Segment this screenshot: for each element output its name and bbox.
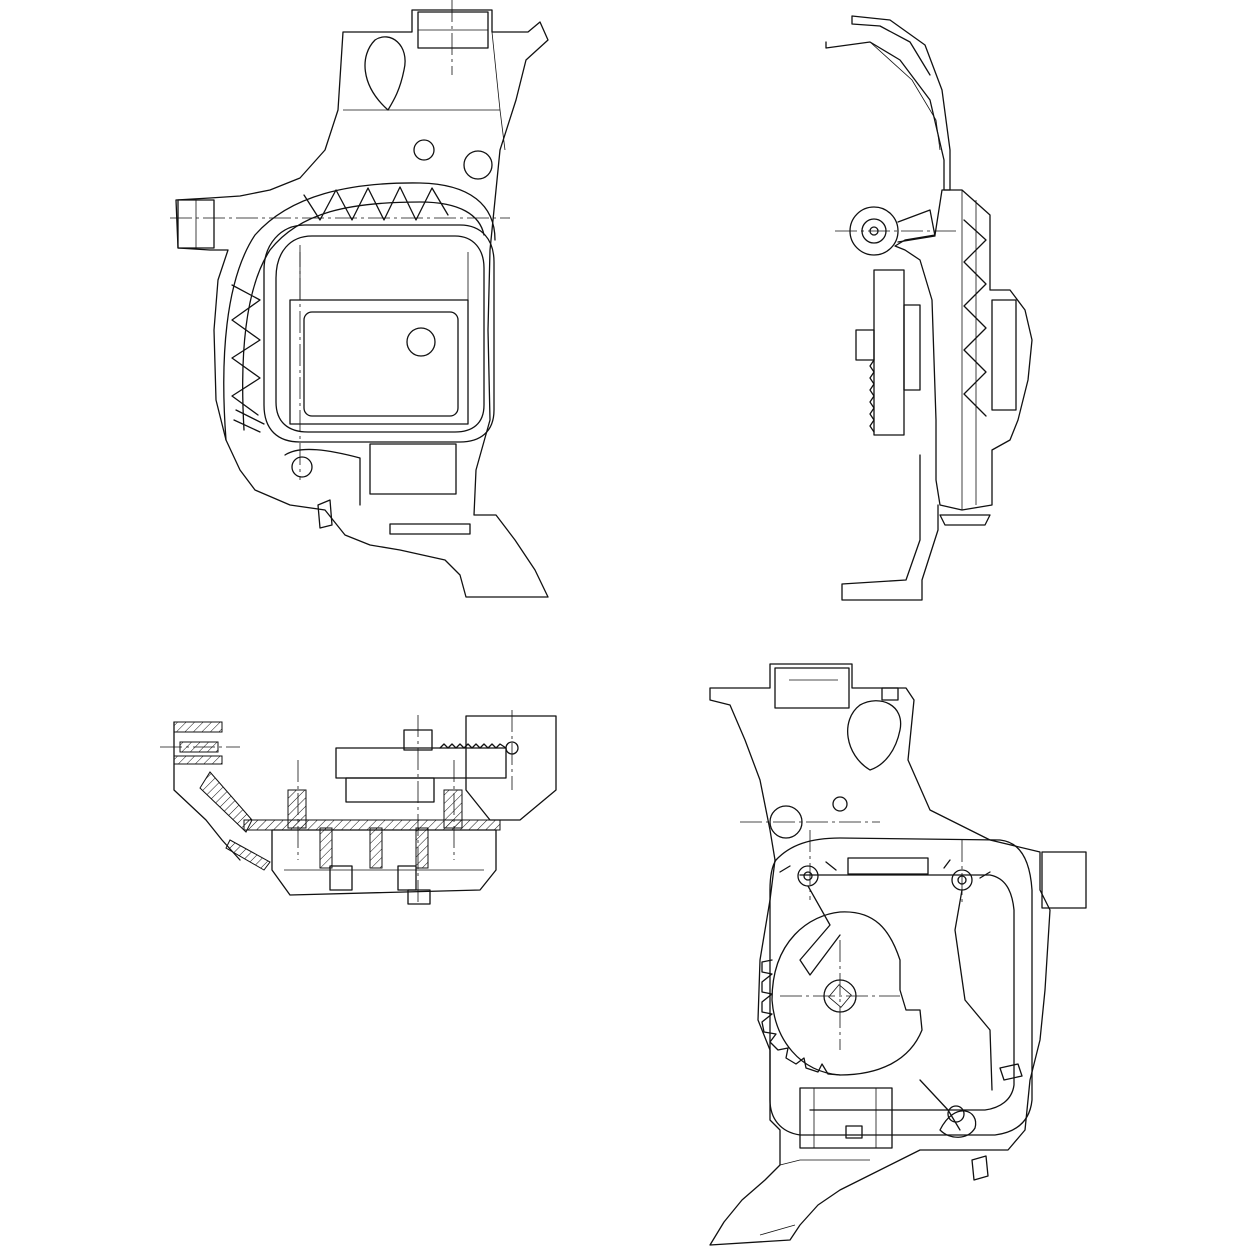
side-lower-bracket [841, 454, 939, 601]
top-section-view [160, 710, 557, 905]
rear-small-hole [832, 796, 848, 812]
top-spring-post-left [287, 789, 307, 829]
front-window-outer [289, 299, 469, 425]
front-pivot [291, 456, 313, 478]
side-gear-hub [903, 304, 921, 391]
front-teardrop-cutout [364, 36, 406, 111]
front-ribbed-frame [223, 182, 496, 441]
rear-screw-stub [971, 1155, 989, 1181]
side-wire-arm [825, 15, 951, 191]
front-housing-outline [175, 9, 549, 598]
front-housing-rib [491, 31, 506, 151]
rear-clip [999, 1063, 1023, 1081]
side-right-cap [991, 299, 1017, 411]
front-inner-pocket [263, 224, 495, 443]
top-right-connector [465, 715, 557, 821]
front-screw-stub [317, 499, 333, 529]
top-lower-body [271, 829, 497, 896]
side-view [825, 15, 1033, 601]
rear-connector-slot [845, 1125, 863, 1139]
front-window-hole [406, 327, 436, 357]
top-angled-wall [199, 771, 253, 833]
top-base-plate [243, 819, 501, 831]
side-shaft-stub [855, 329, 875, 361]
rear-lower-pivot [939, 1110, 977, 1138]
rear-bottom-connector [799, 1087, 893, 1149]
top-gear-body [335, 747, 507, 779]
front-lower-stub [369, 443, 457, 495]
rear-left-lever-pivot [797, 865, 819, 887]
rear-teardrop-cutout [847, 700, 902, 771]
top-bottom-nub [407, 889, 431, 905]
front-mount-hole [463, 150, 493, 180]
side-gear-stack [873, 269, 905, 436]
front-window-inner [303, 311, 459, 417]
front-small-hole [413, 139, 435, 161]
rear-left-link [799, 885, 841, 976]
rear-sector-gear [771, 911, 923, 1076]
rear-view [709, 663, 1087, 1246]
rear-housing-outline [709, 663, 1051, 1246]
rear-top-connector [774, 667, 850, 709]
rear-label-slot [847, 857, 929, 875]
rear-right-connector [1041, 851, 1087, 909]
front-view [170, 0, 549, 598]
rear-inner-pocket [769, 837, 1033, 1136]
rear-lower-link [919, 1079, 961, 1131]
top-connector-wall-upper [173, 721, 223, 733]
front-label-slot [389, 523, 471, 535]
top-spring-post-right [443, 789, 463, 829]
side-main-body [894, 189, 1033, 511]
